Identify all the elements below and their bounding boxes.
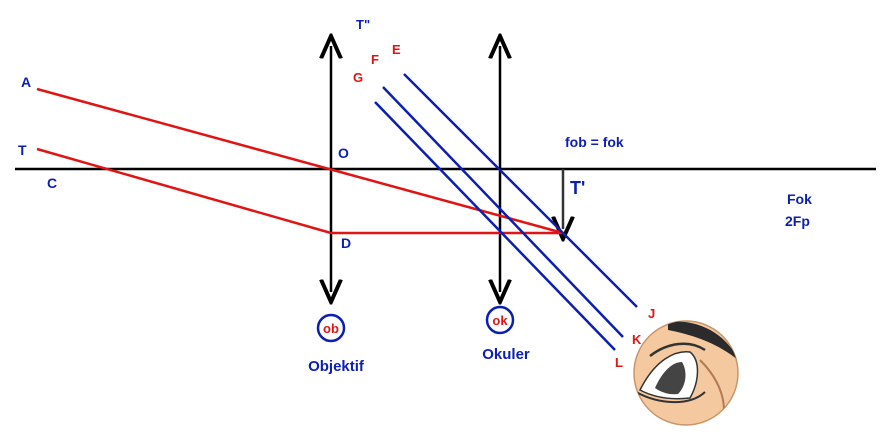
label-l: L — [615, 355, 623, 370]
label-g: G — [353, 70, 363, 85]
objective-badge: ob — [323, 321, 339, 336]
objective-caption: Objektif — [308, 358, 365, 375]
label-e: E — [392, 42, 401, 57]
label-d: D — [341, 235, 351, 251]
ray-g-l — [374, 101, 616, 351]
label-t: T — [18, 142, 27, 158]
ray-f-k — [382, 86, 624, 338]
label-fok: Fok — [787, 191, 812, 207]
label-a: A — [21, 74, 31, 90]
label-t-prime: T' — [570, 178, 585, 198]
ocular-badge-circle — [485, 305, 515, 335]
ocular-badge: ok — [492, 313, 508, 328]
ray-t-to-d — [36, 147, 332, 235]
label-2fp: 2Fp — [785, 213, 810, 229]
label-fob-fok: fob = fok — [565, 134, 624, 150]
label-f: F — [371, 52, 379, 67]
label-o: O — [338, 145, 349, 161]
ocular-caption: Okuler — [482, 346, 530, 363]
label-j: J — [648, 306, 655, 321]
label-c: C — [47, 175, 57, 191]
objective-badge-circle — [316, 313, 346, 343]
eye-icon — [633, 320, 739, 426]
ray-a-through-o — [36, 87, 564, 235]
ray-e-j — [403, 73, 638, 308]
label-k: K — [632, 332, 642, 347]
label-t-double: T" — [356, 17, 370, 32]
